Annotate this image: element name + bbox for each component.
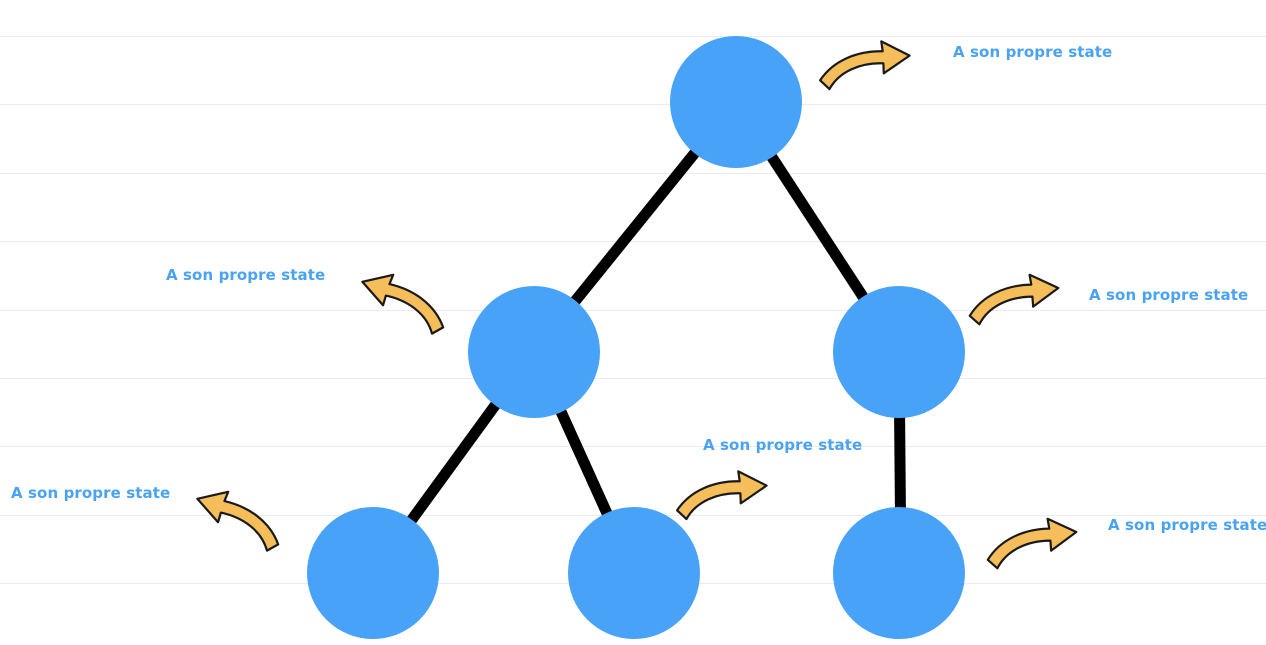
ruled-line xyxy=(0,173,1266,174)
state-label-left-left: A son propre state xyxy=(11,484,171,502)
node-left-right xyxy=(568,507,700,639)
state-label-root: A son propre state xyxy=(953,43,1113,61)
ruled-line xyxy=(0,446,1266,447)
curved-arrow-icon xyxy=(671,466,771,522)
ruled-line xyxy=(0,378,1266,379)
node-left-left xyxy=(307,507,439,639)
ruled-line xyxy=(0,104,1266,105)
state-label-right-child: A son propre state xyxy=(1108,516,1266,534)
node-right xyxy=(833,286,965,418)
ruled-line xyxy=(0,241,1266,242)
state-label-left: A son propre state xyxy=(166,266,326,284)
curved-arrow-icon xyxy=(963,269,1064,327)
curved-arrow-icon xyxy=(188,480,291,555)
node-right-child xyxy=(833,507,965,639)
curved-arrow-icon xyxy=(814,36,914,92)
state-label-left-right: A son propre state xyxy=(703,436,863,454)
curved-arrow-icon xyxy=(981,513,1082,571)
tree-nodes xyxy=(307,36,965,639)
node-left xyxy=(468,286,600,418)
node-root xyxy=(670,36,802,168)
ruled-line xyxy=(0,310,1266,311)
ruled-line xyxy=(0,36,1266,37)
state-arrows xyxy=(188,36,1082,571)
tree-edges xyxy=(367,96,907,579)
state-label-right: A son propre state xyxy=(1089,286,1249,304)
curved-arrow-icon xyxy=(353,263,456,338)
